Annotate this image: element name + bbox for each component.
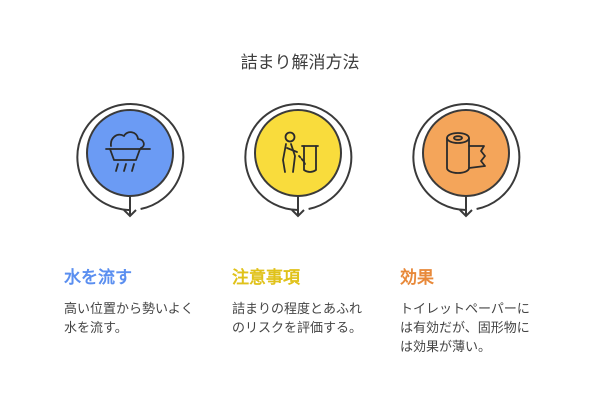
step-3-heading: 効果: [400, 268, 434, 288]
step-2-circle: [254, 109, 342, 197]
step-2-arrow-head: [291, 209, 305, 218]
person-toilet-icon: [282, 131, 319, 173]
toilet-paper-icon: [446, 132, 486, 174]
step-1-arrow-head: [123, 209, 137, 218]
step-3-description: トイレットペーパーには有効だが、固形物には効果が薄い。: [400, 302, 530, 355]
step-1-circle: [86, 109, 174, 197]
step-3-circle: [422, 109, 510, 197]
step-2-ring-arrow: [244, 103, 353, 211]
diagram-graphics: [76, 103, 521, 218]
step-2-heading: 注意事項: [232, 268, 300, 288]
bucket-water-icon: [105, 131, 151, 172]
step-2-description: 詰まりの程度とあふれのリスクを評価する。: [232, 302, 363, 336]
step-1-graphic: [76, 103, 185, 218]
diagram-title: 詰まり解消方法: [240, 53, 360, 73]
step-3-graphic: [412, 103, 521, 218]
step-1-heading: 水を流す: [64, 268, 132, 288]
step-2-graphic: [244, 103, 353, 218]
step-3-ring-arrow: [412, 103, 521, 211]
step-1-description: 高い位置から勢いよく水を流す。: [64, 302, 194, 336]
step-1-ring-arrow: [76, 103, 185, 211]
step-3-arrow-head: [459, 209, 473, 218]
